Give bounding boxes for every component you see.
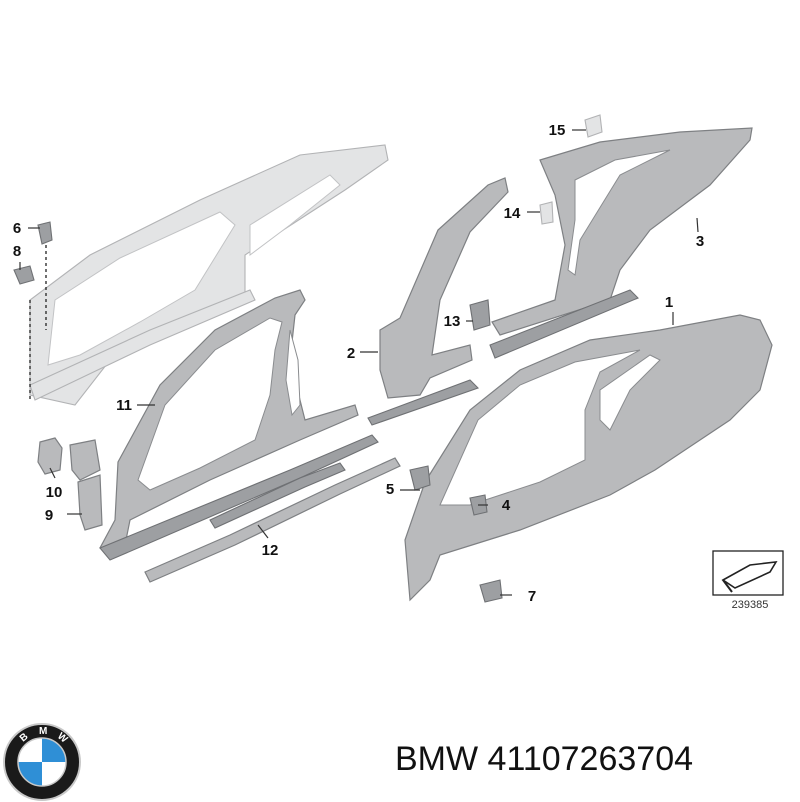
part-6-clip xyxy=(37,221,53,245)
part-11-inner-side-frame xyxy=(99,289,379,561)
callout-4: 4 xyxy=(502,497,511,514)
footer-text: BMW 41107263704 xyxy=(395,740,694,778)
part-7-bracket xyxy=(479,579,503,603)
callout-1: 1 xyxy=(665,294,673,311)
callout-12: 12 xyxy=(262,542,279,559)
reference-number: 239385 xyxy=(732,599,769,611)
svg-text:M: M xyxy=(39,726,47,737)
bmw-logo: B M W xyxy=(3,723,81,801)
reference-arrow-icon xyxy=(721,561,778,589)
part-10-bracket xyxy=(37,437,101,481)
callout-11: 11 xyxy=(116,397,132,414)
part-13-bracket xyxy=(469,299,491,331)
reference-box xyxy=(712,550,784,596)
part-8-bracket xyxy=(13,265,35,285)
part-15-clip xyxy=(584,114,603,138)
callout-9: 9 xyxy=(45,507,53,524)
callout-14: 14 xyxy=(504,205,521,222)
callout-3: 3 xyxy=(696,233,704,250)
callout-15: 15 xyxy=(549,122,566,139)
leader-lines xyxy=(19,129,699,596)
part-1-main-side-panel xyxy=(404,314,773,602)
callout-10: 10 xyxy=(46,484,63,501)
part-5-bracket xyxy=(409,465,431,491)
callout-8: 8 xyxy=(13,243,21,260)
part-3-rear-quarter-panel xyxy=(489,127,753,359)
part-12-rocker-sill xyxy=(144,457,401,583)
callout-2: 2 xyxy=(347,345,355,362)
callout-7: 7 xyxy=(528,588,536,605)
footer-part-label: BMW 41107263704 xyxy=(395,740,693,779)
callout-6: 6 xyxy=(13,220,21,237)
part-2-a-pillar xyxy=(367,177,509,426)
part-9-reinforcement xyxy=(77,474,103,531)
part-14-clip xyxy=(539,201,554,225)
ghost-body-side-frame xyxy=(29,144,389,406)
callout-5: 5 xyxy=(386,481,394,498)
callout-13: 13 xyxy=(444,313,461,330)
